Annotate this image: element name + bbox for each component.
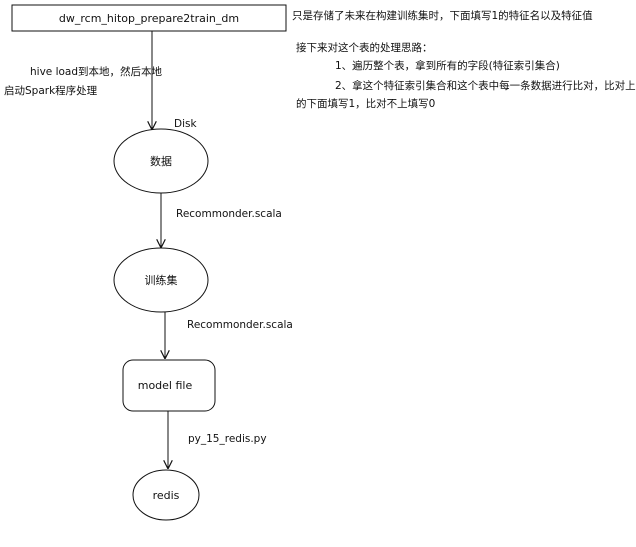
edge-label-redis-script: py_15_redis.py — [188, 433, 267, 445]
model-file-node-label: model file — [138, 379, 193, 392]
approach-step-2-line-1: 2、拿这个特征索引集合和这个表中每一条数据进行比对，比对上 — [335, 80, 636, 92]
training-set-node-label: 训练集 — [145, 273, 178, 287]
source-table-box — [11, 4, 287, 32]
approach-step-1: 1、遍历整个表，拿到所有的字段(特征索引集合) — [335, 60, 560, 72]
training-set-node — [113, 247, 209, 313]
approach-step-2-line-2: 的下面填写1，比对不上填写0 — [296, 98, 436, 110]
redis-node — [132, 469, 200, 521]
data-node-label: 数据 — [150, 154, 172, 168]
redis-node-label: redis — [153, 489, 180, 502]
edge-label-disk: Disk — [174, 118, 197, 130]
source-table-label: dw_rcm_hitop_prepare2train_dm — [59, 12, 239, 25]
edge-label-hive-load-line2: 启动Spark程序处理 — [4, 84, 98, 97]
flow-diagram: dw_rcm_hitop_prepare2train_dm hive load到… — [4, 4, 293, 521]
edge-label-hive-load-line1: hive load到本地，然后本地 — [30, 65, 163, 78]
header-note: 只是存储了未来在构建训练集时，下面填写1的特征名以及特征值 — [292, 10, 593, 22]
edge-label-recommender-2: Recommonder.scala — [187, 319, 293, 331]
approach-title: 接下来对这个表的处理思路： — [296, 42, 433, 54]
edge-label-recommender-1: Recommonder.scala — [176, 208, 282, 220]
model-file-node — [122, 359, 216, 412]
